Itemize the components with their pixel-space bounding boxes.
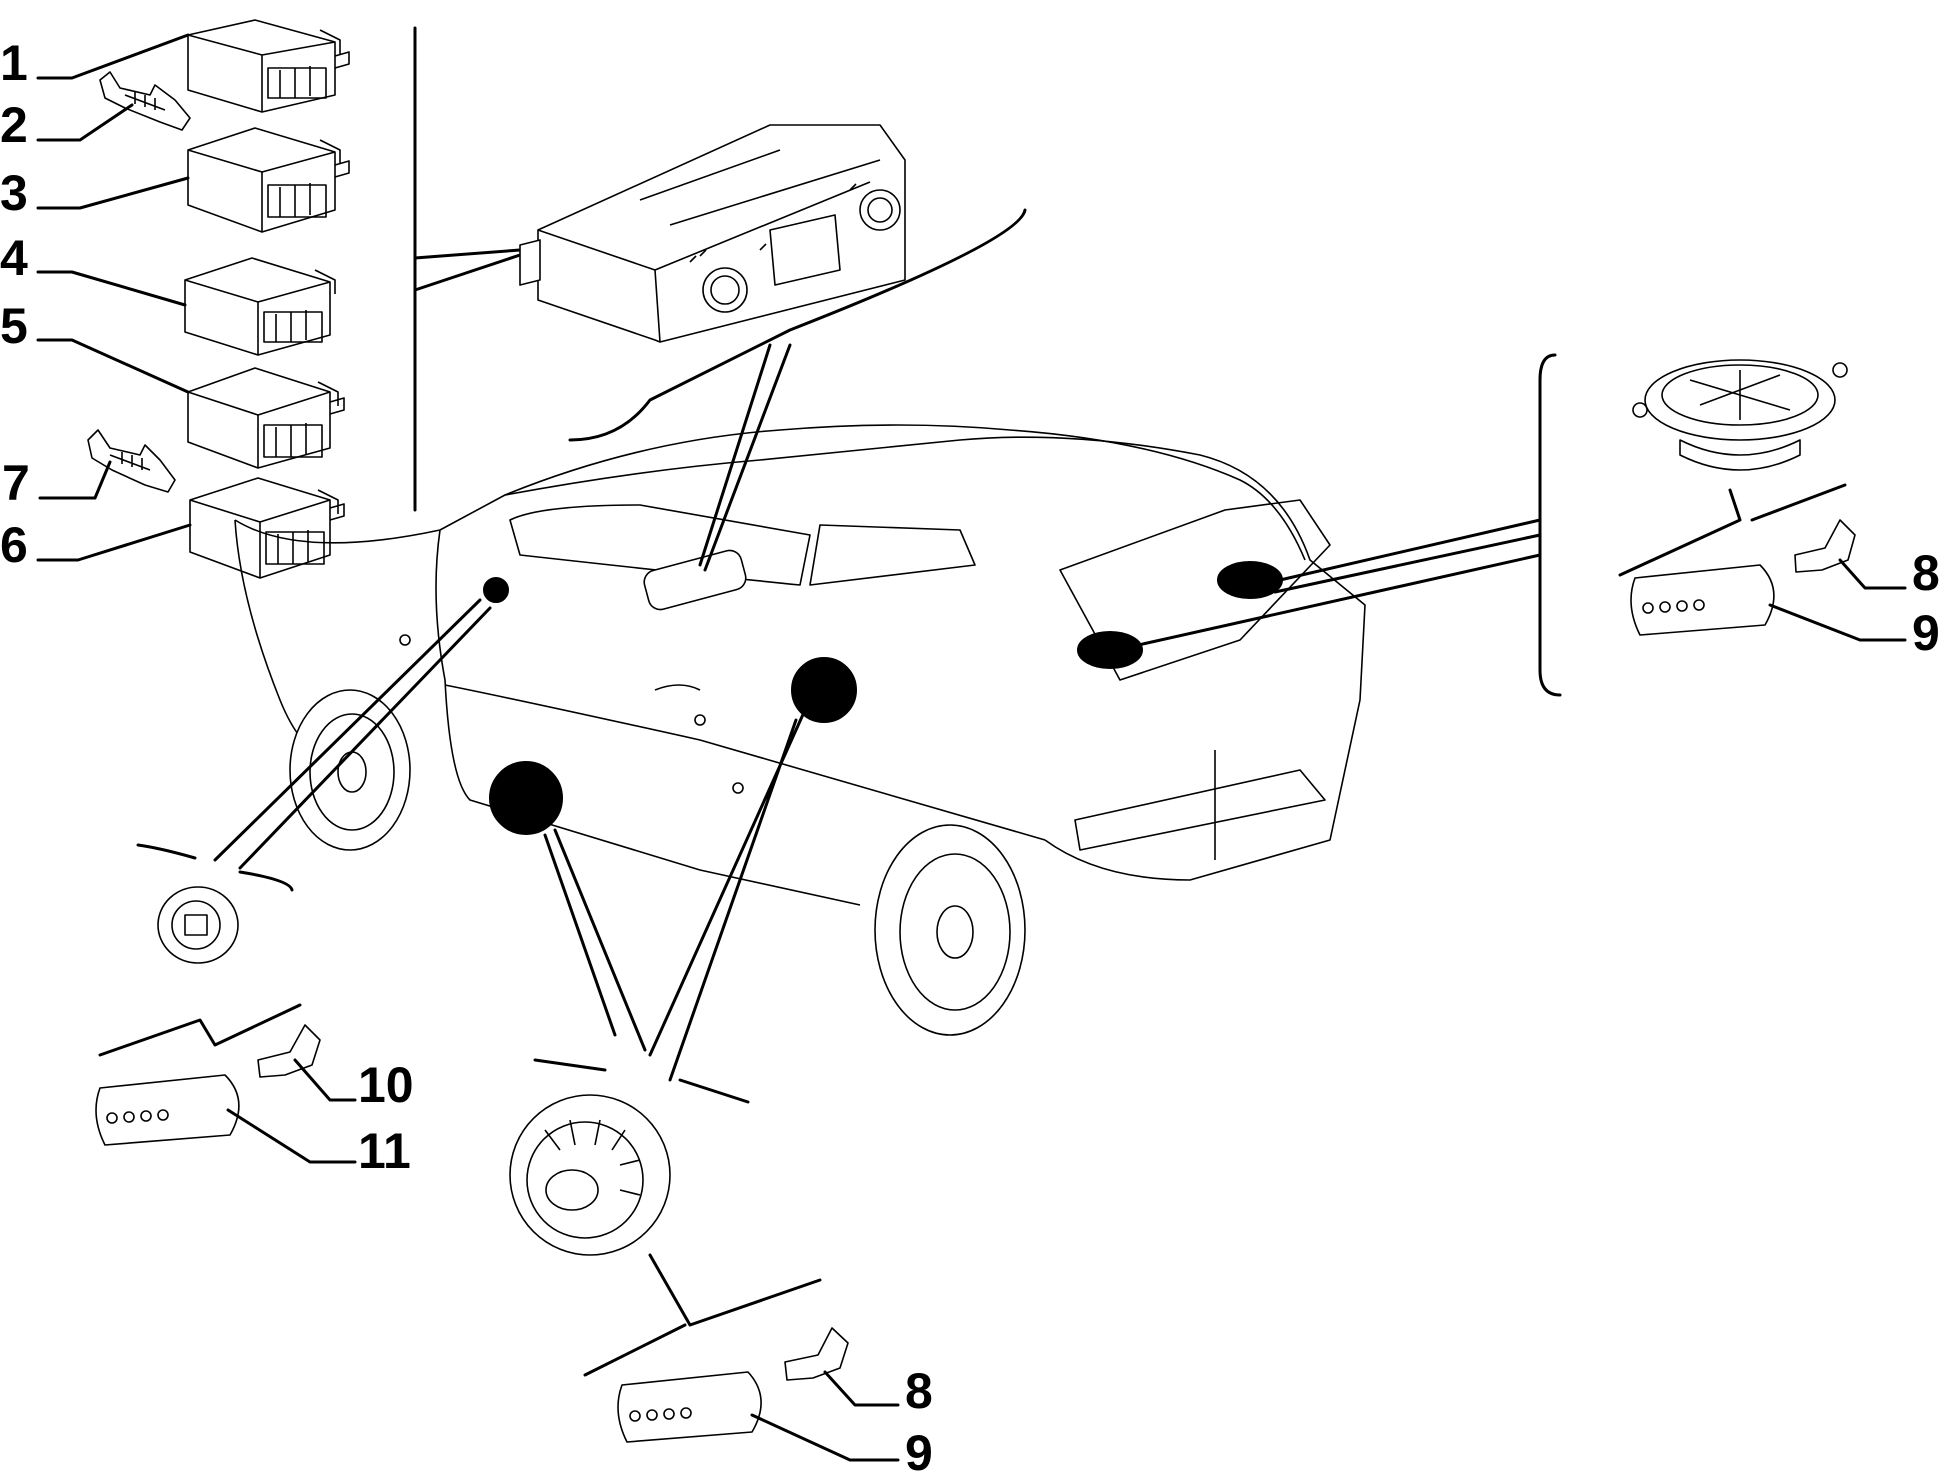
terminal-8-bottom	[784, 1327, 849, 1381]
callout-2: 2	[0, 97, 28, 153]
plug-9-right	[1630, 564, 1775, 636]
leader-11	[226, 1108, 357, 1164]
connector-housing-5	[187, 367, 345, 469]
rear-speaker-part	[1618, 359, 1848, 577]
rear-wheel	[874, 824, 1026, 1036]
bracket-rear-speaker	[1538, 353, 1562, 697]
door-front-speaker-marker	[489, 761, 563, 835]
plug-11	[95, 1074, 240, 1146]
rear-shelf-speaker-marker-b	[1077, 631, 1143, 669]
leader-8-right	[1838, 558, 1907, 590]
dash-radio-outline	[643, 549, 747, 611]
callout-4: 4	[0, 230, 28, 286]
radio-unit	[413, 26, 1027, 512]
connector-housing-1	[187, 19, 350, 113]
leader-6	[36, 523, 192, 562]
connector-housing-6	[189, 477, 345, 579]
callout-11: 11	[358, 1123, 411, 1179]
callout-8-bottom: 8	[905, 1363, 933, 1419]
callout-5: 5	[0, 298, 28, 354]
callout-9-bottom: 9	[905, 1425, 933, 1476]
terminal-8-right	[1794, 519, 1856, 573]
callout-3: 3	[0, 165, 28, 221]
callout-9-right: 9	[1912, 605, 1940, 661]
leader-radio	[698, 343, 792, 572]
leader-3	[36, 176, 190, 210]
leader-5	[36, 338, 190, 394]
tweeter-part	[98, 843, 302, 1057]
car-body	[234, 424, 1366, 906]
front-wheel	[289, 689, 411, 851]
callout-7: 7	[2, 455, 30, 511]
tweeter-marker	[483, 577, 509, 603]
door-rear-speaker-marker	[791, 657, 857, 723]
leader-10	[293, 1058, 357, 1102]
leader-1	[36, 33, 190, 80]
terminal-10	[257, 1024, 321, 1078]
leader-rear-speakers	[1123, 518, 1542, 650]
leader-9-right	[1768, 603, 1907, 642]
leader-tweeter	[213, 598, 492, 870]
callout-6: 6	[0, 517, 28, 573]
terminal-strip-2	[99, 71, 191, 131]
callout-8-right: 8	[1912, 545, 1940, 601]
connector-housing-3	[187, 127, 350, 233]
leader-9-bottom	[750, 1413, 900, 1462]
leader-8-bottom	[823, 1370, 900, 1407]
callout-1: 1	[0, 35, 28, 91]
connector-housing-4	[184, 257, 336, 356]
leader-door-speakers	[543, 708, 807, 1082]
rear-shelf-speaker-marker-a	[1217, 561, 1283, 599]
plug-9-bottom	[617, 1371, 762, 1443]
door-speaker-part	[509, 1058, 822, 1377]
leader-2	[36, 103, 134, 142]
callout-10: 10	[358, 1057, 414, 1113]
leader-7	[38, 460, 112, 500]
leader-4	[36, 270, 187, 307]
